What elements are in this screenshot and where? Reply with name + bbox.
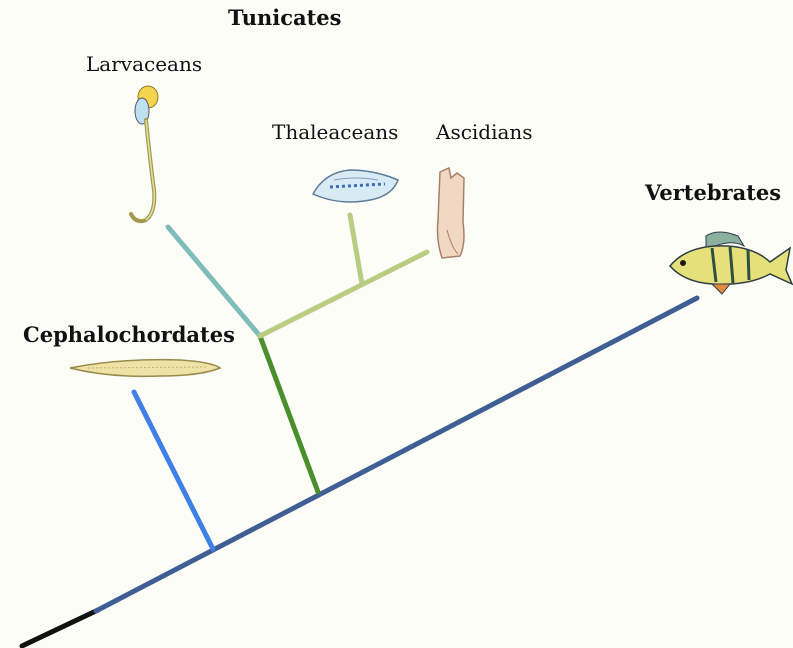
ascidian-illustration [436, 166, 465, 259]
trunk-branch [93, 295, 700, 614]
thaleaceans-branch [347, 212, 365, 287]
label-thaleaceans: Thaleaceans [272, 120, 399, 144]
cephalochordates-branch [131, 389, 216, 552]
larvacean-illustration [129, 85, 159, 224]
lancelet-illustration [69, 358, 222, 378]
label-vertebrates: Vertebrates [645, 180, 782, 205]
label-ascidians: Ascidians [436, 120, 533, 144]
label-cephalochordates: Cephalochordates [23, 322, 235, 347]
thaleaceans-ascidians-branch [257, 249, 430, 339]
root-branch [19, 607, 101, 648]
larvaceans-branch [165, 224, 263, 339]
label-larvaceans: Larvaceans [86, 52, 203, 76]
perch-fish-illustration [669, 231, 793, 295]
thaliacean-illustration [311, 169, 399, 203]
tunicates-title: Tunicates [228, 5, 342, 30]
tunicates-stem-branch [257, 333, 321, 495]
